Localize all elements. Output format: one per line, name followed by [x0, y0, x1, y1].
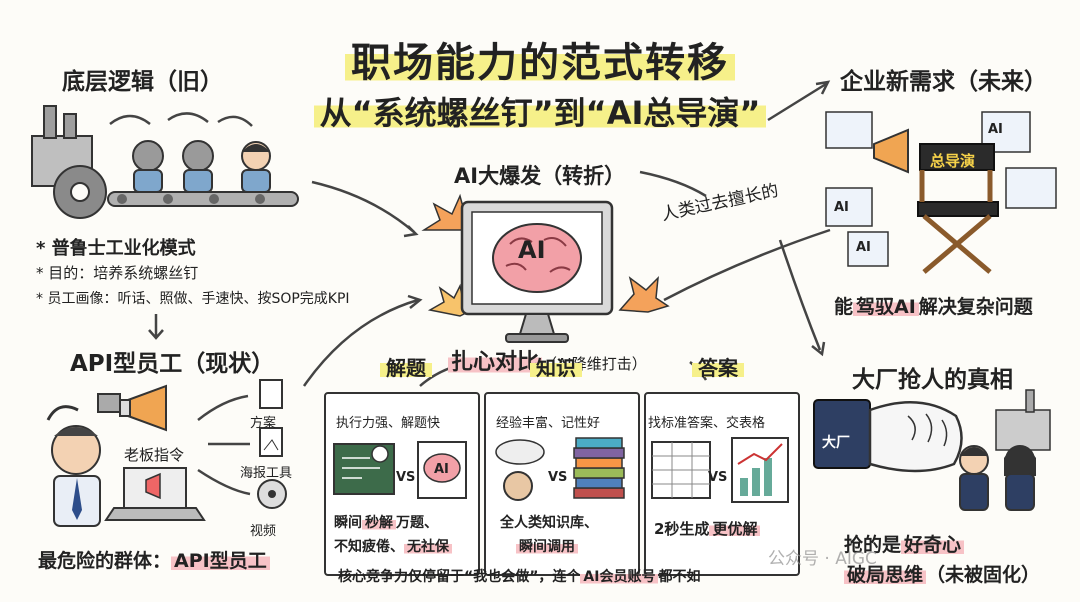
- megaphone-icon: [873, 128, 909, 174]
- screen-icon: [825, 187, 873, 227]
- vs-label-solving: VS: [396, 470, 416, 485]
- brain-icon: [423, 453, 461, 483]
- megaphone-icon: [119, 384, 167, 432]
- screen-icon: [825, 111, 873, 149]
- fist-icon: [868, 401, 963, 473]
- gear-icon: [53, 165, 107, 219]
- big-company-truth-heading: 大厂抢人的真相: [852, 367, 1013, 393]
- poster-icon: [259, 427, 283, 457]
- solving-vs-illustration: [333, 441, 467, 499]
- document-icon: [259, 379, 283, 409]
- col-bottom-knowledge-1: 全人类知识库、: [500, 515, 598, 531]
- bullet-employee-profile: * 员工画像：听话、照做、手速快、按SOP完成KPI: [36, 291, 350, 307]
- main-title: 职场能力的范式转移: [0, 30, 1080, 88]
- output-plan-label: 方案: [250, 416, 277, 431]
- screen-ai-label-1: AI: [988, 122, 1003, 137]
- col-subtitle-solving: 执行力强、解题快: [336, 416, 441, 431]
- col-title-answers: 答案: [692, 352, 744, 381]
- fist-grab-illustration: [813, 389, 1051, 511]
- most-dangerous-group: 最危险的群体：API型员工: [38, 546, 270, 573]
- ai-explosion-heading: AI大爆发（转折）: [454, 164, 626, 188]
- clock-icon: [371, 445, 389, 463]
- thought-bubble-icon: [495, 439, 545, 465]
- director-chair-illustration: [825, 111, 1057, 274]
- api-employee-heading: API型员工（现状）: [70, 351, 275, 377]
- books-icon: [573, 437, 625, 499]
- enterprise-needs-heading: 企业新需求（未来）: [840, 69, 1047, 95]
- brain-icon: [492, 223, 582, 293]
- ai-label-solving: AI: [434, 462, 449, 477]
- col-bottom-solving-1: 瞬间秒解万题、: [334, 515, 438, 531]
- col-bottom-knowledge-2: 瞬间调用: [516, 536, 578, 556]
- brain-ai-label: AI: [518, 236, 546, 264]
- col-title-solving: 解题: [380, 352, 432, 381]
- col-title-knowledge: 知识: [530, 352, 582, 381]
- old-logic-heading: 底层逻辑（旧）: [62, 69, 223, 95]
- screen-icon: [1005, 167, 1057, 209]
- vs-label-knowledge: VS: [548, 470, 568, 485]
- screen-ai-label-3: AI: [856, 240, 871, 255]
- down-arrow-icon: [148, 314, 164, 340]
- screen-ai-label-2: AI: [834, 200, 849, 215]
- main-subtitle: 从“系统螺丝钉”到“AI总导演”: [0, 88, 1080, 134]
- col-subtitle-knowledge: 经验丰富、记性好: [496, 416, 601, 431]
- boss-instruction-label: 老板指令: [124, 446, 185, 464]
- vs-label-answers: VS: [708, 470, 728, 485]
- knowledge-vs-illustration: [495, 437, 625, 501]
- head-icon: [503, 471, 533, 501]
- director-chair-label: 总导演: [930, 152, 976, 170]
- bullet-prussian-model: * 普鲁士工业化模式: [36, 238, 196, 259]
- grab-caption-line1: 抢的是好奇心: [844, 530, 965, 557]
- watermark: 公众号 · AIGC: [768, 549, 877, 569]
- col-bottom-answers: 2秒生成更优解: [654, 518, 761, 539]
- grab-caption-line2: 破局思维（未被固化）: [844, 560, 1040, 587]
- answers-vs-illustration: [651, 437, 789, 503]
- ai-monitor-illustration: [421, 193, 670, 343]
- film-reel-icon: [257, 479, 287, 509]
- sleeve-big-company-label: 大厂: [822, 435, 850, 451]
- col-subtitle-answers: 找标准答案、交表格: [648, 416, 766, 431]
- col-bottom-solving-2: 不知疲倦、无社保: [334, 536, 452, 556]
- output-video-label: 视频: [250, 524, 277, 539]
- api-employee-illustration: [46, 379, 287, 527]
- output-poster-label: 海报工具: [240, 466, 293, 481]
- factory-conveyor-illustration: [31, 105, 299, 219]
- bullet-purpose: * 目的：培养系统螺丝钉: [36, 264, 199, 282]
